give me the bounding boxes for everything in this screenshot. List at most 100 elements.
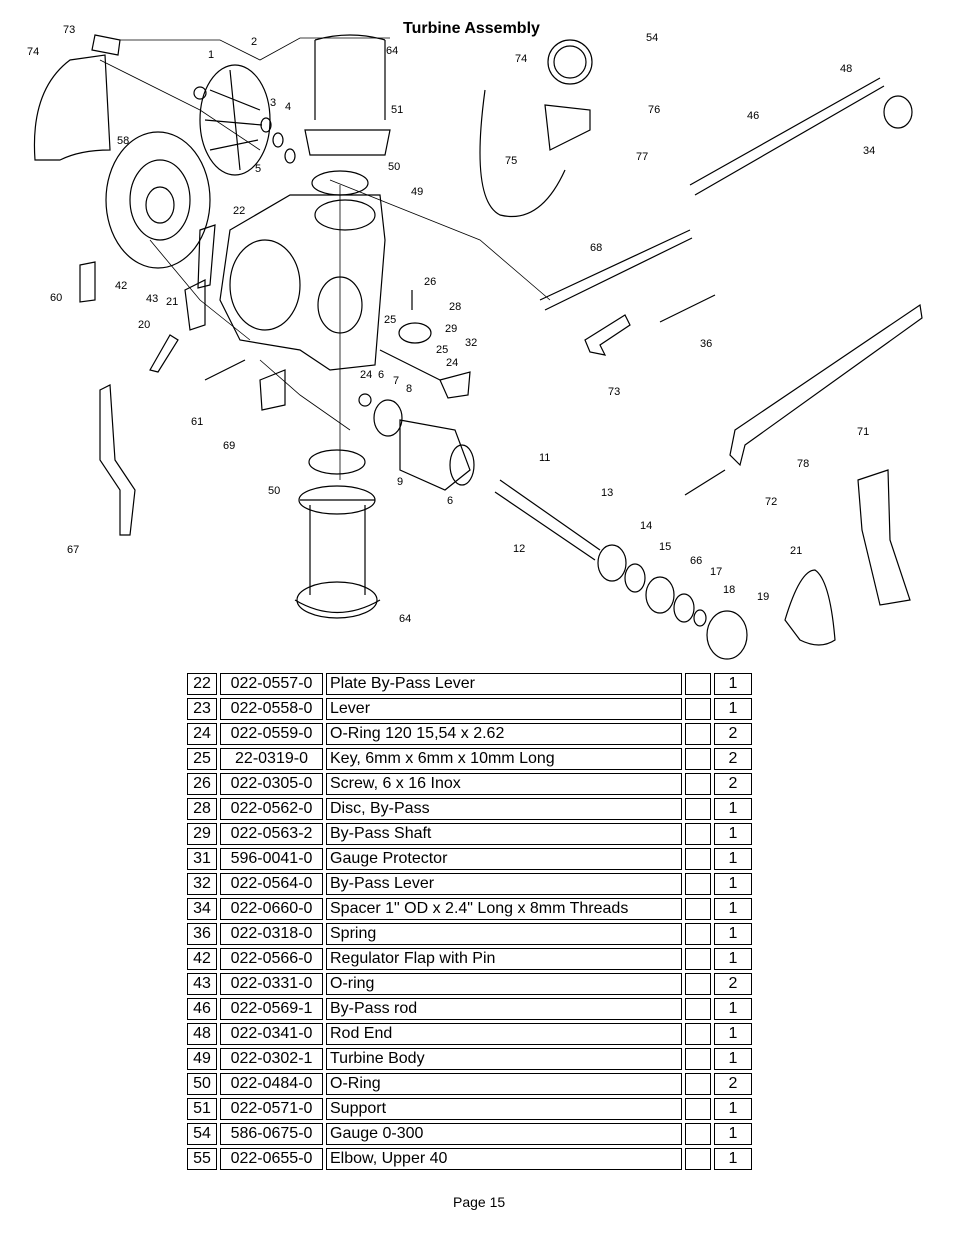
cell-description: By-Pass Shaft (326, 823, 682, 845)
cell-blank (685, 798, 711, 820)
label-61: 61 (191, 416, 203, 428)
label-76: 76 (648, 104, 660, 116)
part-71-bar (729, 303, 923, 467)
cell-item-number: 46 (187, 998, 217, 1020)
label-74: 74 (515, 53, 527, 65)
cell-part-number: 022-0557-0 (220, 673, 323, 695)
cell-description: O-ring (326, 973, 682, 995)
part-46-rod (689, 77, 885, 196)
part-20-belt (784, 569, 836, 646)
label-18: 18 (723, 584, 735, 596)
label-1: 1 (208, 49, 214, 61)
cell-description: Key, 6mm x 6mm x 10mm Long (326, 748, 682, 770)
label-71: 71 (857, 426, 869, 438)
cell-quantity: 1 (714, 673, 752, 695)
cell-blank (685, 848, 711, 870)
cell-quantity: 1 (714, 1048, 752, 1070)
part-66-bearing (645, 576, 675, 614)
label-48: 48 (840, 63, 852, 75)
label-11: 11 (539, 452, 550, 464)
label-46: 46 (747, 110, 759, 122)
part-29-shaft (379, 349, 441, 381)
label-7: 7 (393, 375, 399, 387)
label-34: 34 (863, 145, 875, 157)
cell-description: Spring (326, 923, 682, 945)
label-60: 60 (50, 292, 62, 304)
cell-part-number: 022-0484-0 (220, 1073, 323, 1095)
cell-description: By-Pass Lever (326, 873, 682, 895)
cell-blank (685, 1073, 711, 1095)
label-15: 15 (659, 541, 671, 553)
label-20: 21 (790, 545, 802, 557)
cell-quantity: 1 (714, 898, 752, 920)
label-58: 58 (117, 135, 129, 147)
label-6b: 6 (447, 495, 453, 507)
label-9: 9 (397, 476, 403, 488)
cell-description: Spacer 1" OD x 2.4" Long x 8mm Threads (326, 898, 682, 920)
label-25b: 25 (436, 344, 448, 356)
part-51-support (304, 129, 391, 156)
label-68: 68 (590, 242, 602, 254)
cell-part-number: 596-0041-0 (220, 848, 323, 870)
cell-part-number: 022-0566-0 (220, 948, 323, 970)
cell-blank (685, 698, 711, 720)
cell-blank (685, 823, 711, 845)
cell-part-number: 022-0302-1 (220, 1048, 323, 1070)
label-36: 36 (700, 338, 712, 350)
page-number: Page 15 (453, 1194, 506, 1210)
label-56: 73 (63, 24, 75, 36)
part-61-bolt (204, 359, 246, 381)
label-14: 14 (640, 520, 652, 532)
cell-item-number: 51 (187, 1098, 217, 1120)
cell-item-number: 43 (187, 973, 217, 995)
label-19: 19 (757, 591, 769, 603)
part-19-pulley (706, 610, 748, 660)
cell-quantity: 1 (714, 1148, 752, 1170)
label-5: 5 (255, 163, 261, 175)
part-68-rod (539, 229, 693, 311)
label-69: 69 (223, 440, 235, 452)
label-29: 29 (445, 323, 457, 335)
cell-part-number: 22-0319-0 (220, 748, 323, 770)
label-51: 51 (391, 104, 403, 116)
cell-quantity: 1 (714, 873, 752, 895)
cell-quantity: 1 (714, 948, 752, 970)
cell-blank (685, 873, 711, 895)
cell-quantity: 1 (714, 1123, 752, 1145)
cell-blank (685, 898, 711, 920)
cell-part-number: 022-0341-0 (220, 1023, 323, 1045)
cell-blank (685, 1123, 711, 1145)
cell-blank (685, 1048, 711, 1070)
cell-item-number: 25 (187, 748, 217, 770)
cell-blank (685, 1148, 711, 1170)
cell-description: Gauge 0-300 (326, 1123, 682, 1145)
part-50-oring-bottom (308, 449, 366, 475)
part-72-cable (684, 469, 726, 496)
label-26: 26 (424, 276, 436, 288)
label-22: 21 (166, 296, 178, 308)
cell-description: Rod End (326, 1023, 682, 1045)
cell-item-number: 23 (187, 698, 217, 720)
label-77: 77 (636, 151, 648, 163)
cell-part-number: 022-0558-0 (220, 698, 323, 720)
part-49-turbine-body (219, 194, 386, 371)
label-50b: 50 (268, 485, 280, 497)
cell-quantity: 2 (714, 723, 752, 745)
cell-blank (685, 673, 711, 695)
cell-blank (685, 948, 711, 970)
part-58-flange (105, 131, 211, 269)
label-32: 32 (465, 337, 477, 349)
label-6a: 6 (378, 369, 384, 381)
cell-part-number: 022-0655-0 (220, 1148, 323, 1170)
label-42: 42 (115, 280, 127, 292)
cell-part-number: 022-0562-0 (220, 798, 323, 820)
cell-description: Turbine Body (326, 1048, 682, 1070)
cell-description: O-Ring 120 15,54 x 2.62 (326, 723, 682, 745)
